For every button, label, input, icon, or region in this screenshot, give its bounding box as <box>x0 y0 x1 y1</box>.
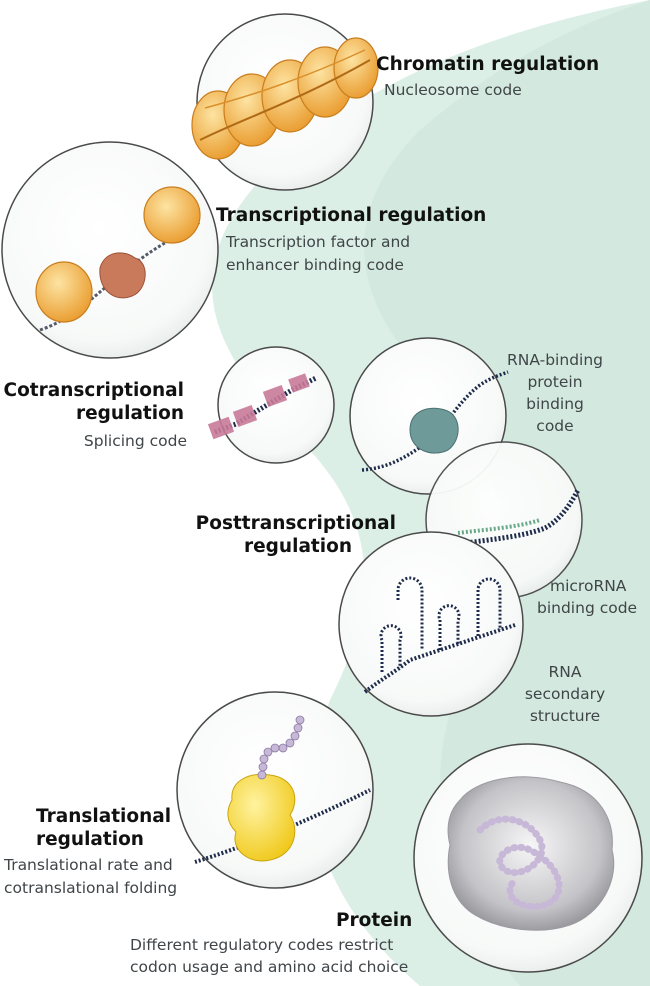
mirna-label-line-1: microRNA <box>550 577 627 595</box>
translational-circle <box>176 691 374 889</box>
chromatin-circle <box>191 13 379 191</box>
posttranscriptional-title-line-1: Posttranscriptional <box>195 513 396 534</box>
transcriptional-circle <box>1 141 219 359</box>
transcription-factor <box>99 252 146 299</box>
rna-secondary-circle <box>338 531 524 717</box>
cotranscriptional-subtitle: Splicing code <box>83 432 187 450</box>
chromatin-title: Chromatin regulation <box>376 54 600 75</box>
rbp-label-line-3: binding <box>526 395 584 413</box>
nucleosome-right <box>143 186 201 244</box>
transcriptional-subtitle-line-1: Transcription factor and <box>226 233 411 251</box>
secondary-label-line-3: structure <box>529 707 601 725</box>
ribosome <box>227 773 296 862</box>
rbp-label-line-2: protein <box>527 373 583 391</box>
chromatin-subtitle: Nucleosome code <box>384 81 522 99</box>
protein-title: Protein <box>336 910 413 931</box>
cotranscriptional-title-line-1: Cotranscriptional <box>3 380 184 401</box>
nucleosome-array <box>191 37 379 160</box>
posttranscriptional-title-line-2: regulation <box>244 536 352 557</box>
translational-subtitle-line-1: Translational rate and <box>4 856 173 874</box>
nucleosome-left <box>35 261 93 323</box>
rbp-label-line-4: code <box>536 417 574 435</box>
transcriptional-subtitle-line-2: enhancer binding code <box>226 256 404 274</box>
cotranscriptional-circle <box>207 346 335 464</box>
protein-subtitle-line-1: Different regulatory codes restrict <box>130 936 394 954</box>
protein-subtitle-line-2: codon usage and amino acid choice <box>130 958 409 976</box>
transcriptional-title: Transcriptional regulation <box>216 205 487 226</box>
translational-subtitle-line-2: cotranslational folding <box>4 879 178 897</box>
protein-circle <box>413 743 643 973</box>
rna-binding-protein <box>409 407 459 454</box>
translational-title-line-2: regulation <box>36 829 144 850</box>
secondary-label-line-2: secondary <box>524 685 606 703</box>
cotranscriptional-title-line-2: regulation <box>76 403 184 424</box>
mirna-label-line-2: binding code <box>537 599 638 617</box>
nascent-polypeptide <box>257 715 305 780</box>
translational-title-line-1: Translational <box>36 806 172 827</box>
rbp-label-line-1: RNA-binding <box>507 351 603 369</box>
folded-protein <box>447 776 615 931</box>
secondary-label-line-1: RNA <box>548 663 582 681</box>
